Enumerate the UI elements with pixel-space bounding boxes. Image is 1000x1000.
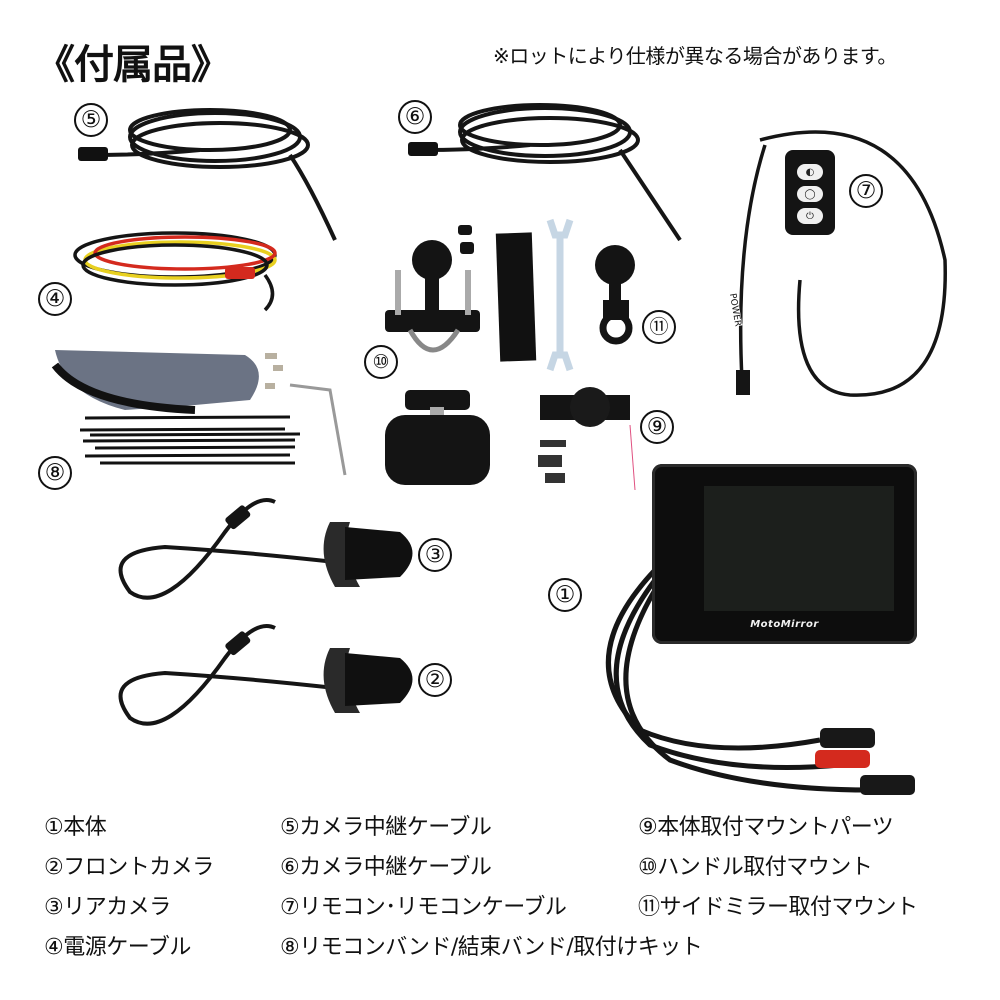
legend-item-7: ⑦リモコン･リモコンケーブル <box>280 895 567 920</box>
marker-8: ⑧ <box>38 456 72 490</box>
side-mirror-mount-image <box>595 245 635 345</box>
legend-item-10: ⑩ハンドル取付マウント <box>638 855 873 880</box>
legend-item-2: ②フロントカメラ <box>44 855 214 880</box>
legend-item-11: ⑪サイドミラー取付マウント <box>638 895 918 920</box>
camera-relay-cable-6-image <box>408 103 682 242</box>
remote-control: ◐ ◯ ⏻ <box>785 150 835 235</box>
front-camera-image <box>118 624 413 726</box>
legend-item-8: ⑧リモコンバンド/結束バンド/取付けキット <box>280 935 703 960</box>
page-title: 《付属品》 <box>35 42 231 88</box>
camera-relay-cable-5-image <box>78 108 337 241</box>
lot-note: ※ロットにより仕様が異なる場合があります。 <box>493 44 897 68</box>
marker-5: ⑤ <box>74 103 108 137</box>
legend-item-6: ⑥カメラ中継ケーブル <box>280 855 492 880</box>
marker-2: ② <box>418 663 452 697</box>
legend-column-2: ⑤カメラ中継ケーブル ⑥カメラ中継ケーブル ⑦リモコン･リモコンケーブル ⑧リモ… <box>280 808 703 968</box>
legend-item-1: ①本体 <box>44 815 107 840</box>
remote-button-power-icon: ⏻ <box>797 208 823 224</box>
body-mount-parts-image <box>538 387 636 491</box>
legend-item-3: ③リアカメラ <box>44 895 171 920</box>
marker-7: ⑦ <box>849 174 883 208</box>
marker-4: ④ <box>38 282 72 316</box>
wrench-image <box>546 218 574 372</box>
marker-3: ③ <box>418 538 452 572</box>
brand-logo: MotoMirror <box>750 619 819 630</box>
marker-10: ⑩ <box>364 345 398 379</box>
remote-band-and-ties-image <box>51 350 347 476</box>
main-unit-monitor: MotoMirror <box>652 464 917 644</box>
double-socket-arm-image <box>385 390 490 485</box>
marker-9: ⑨ <box>640 410 674 444</box>
monitor-screen <box>704 486 894 611</box>
rubber-pad-image <box>495 232 537 362</box>
legend-item-4: ④電源ケーブル <box>44 935 191 960</box>
marker-6: ⑥ <box>398 100 432 134</box>
main-unit-cables-image <box>605 568 915 795</box>
legend-column-1: ①本体 ②フロントカメラ ③リアカメラ ④電源ケーブル <box>44 808 214 968</box>
rear-camera-image <box>118 498 413 600</box>
marker-11: ⑪ <box>642 310 676 344</box>
power-cable-image <box>73 231 277 312</box>
legend-item-5: ⑤カメラ中継ケーブル <box>280 815 492 840</box>
legend-item-9: ⑨本体取付マウントパーツ <box>638 815 894 840</box>
remote-button-record-icon: ◯ <box>797 186 823 202</box>
legend-column-3: ⑨本体取付マウントパーツ ⑩ハンドル取付マウント ⑪サイドミラー取付マウント <box>638 808 918 928</box>
marker-1: ① <box>548 578 582 612</box>
remote-cable-image <box>736 130 947 397</box>
remote-button-mode-icon: ◐ <box>797 164 823 180</box>
handlebar-mount-image <box>385 225 480 353</box>
